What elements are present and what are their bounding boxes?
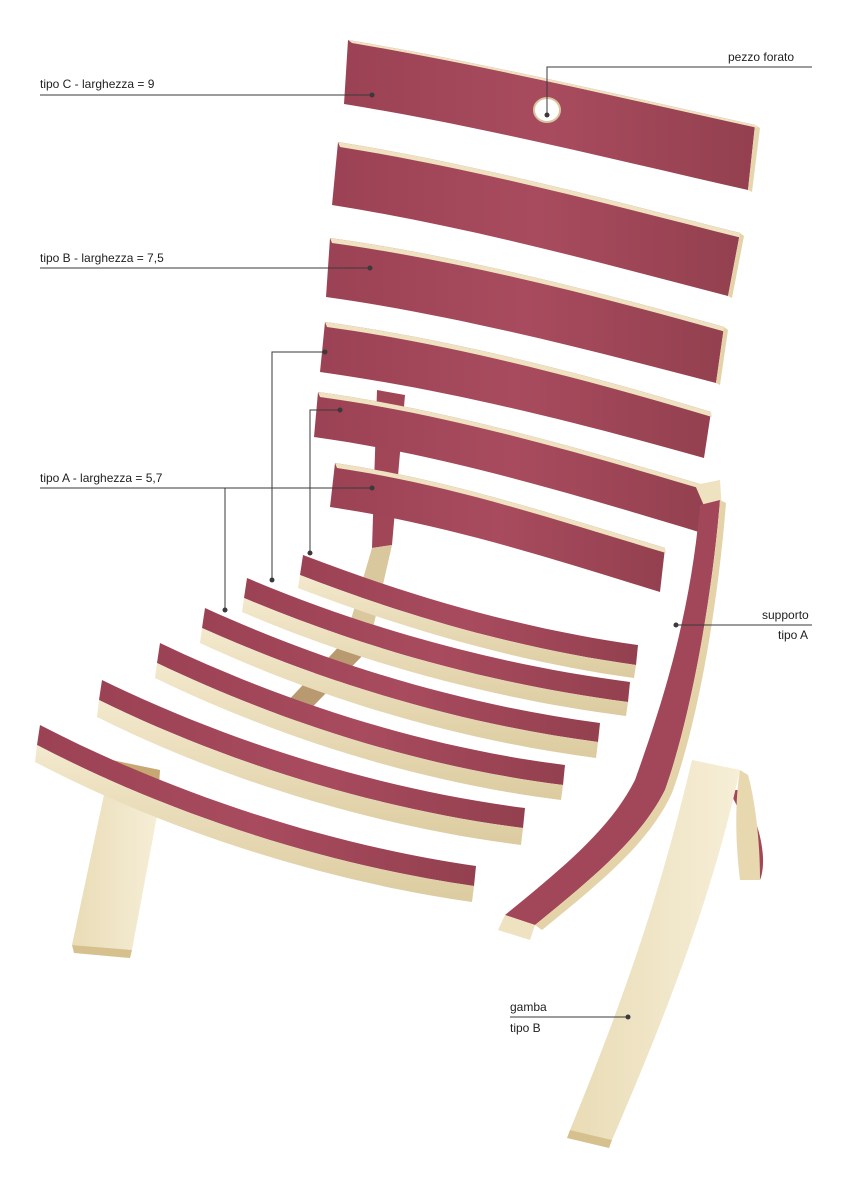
leader-pezzo-forato — [546, 66, 812, 115]
back-slat-type-b — [326, 238, 728, 385]
label-tipo-b: tipo B - larghezza = 7,5 — [40, 251, 164, 265]
back-slat-6 — [330, 463, 666, 592]
seat-slat-1 — [298, 555, 638, 678]
label-gamba-line1: gamba — [510, 1000, 547, 1014]
leg-type-b — [567, 760, 764, 1148]
seat-slat-5 — [97, 680, 525, 845]
back-slat-4 — [320, 322, 712, 458]
label-pezzo-forato: pezzo forato — [728, 50, 795, 64]
label-tipo-c: tipo C - larghezza = 9 — [40, 77, 155, 91]
leader-tipo-a-branch-1 — [271, 351, 325, 580]
label-supporto-line2: tipo A — [778, 628, 809, 642]
seat-slat-6 — [35, 725, 476, 902]
label-tipo-a: tipo A - larghezza = 5,7 — [40, 471, 163, 485]
back-slat-5 — [314, 392, 712, 533]
seat-slat-4 — [155, 643, 565, 800]
support-frame-type-a — [498, 480, 726, 940]
label-gamba-line2: tipo B — [510, 1021, 541, 1035]
leader-tipo-a-branch-2 — [309, 409, 340, 553]
back-slat-2 — [332, 142, 744, 298]
seat-slat-3 — [200, 608, 600, 758]
seat-slat-2 — [242, 578, 630, 716]
label-supporto-line1: supporto — [762, 608, 809, 622]
leader-lines — [40, 66, 812, 1020]
